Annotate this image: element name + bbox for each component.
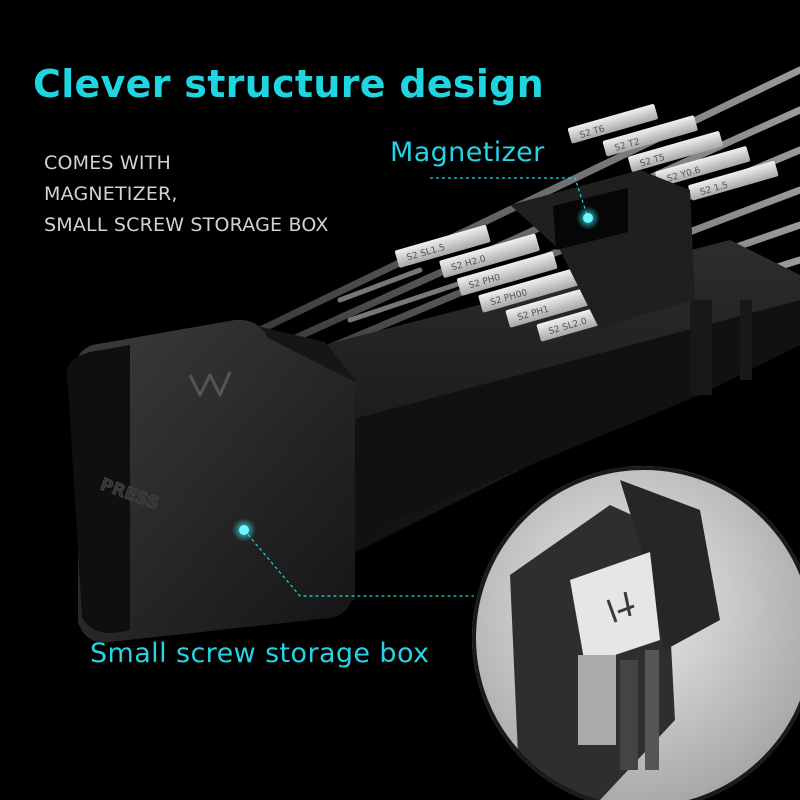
bit bbox=[602, 115, 698, 157]
feature-description: COMES WITH MAGNETIZER, SMALL SCREW STORA… bbox=[44, 148, 404, 241]
magnetizer-callout-label: Magnetizer bbox=[390, 137, 545, 168]
inset-screw bbox=[606, 599, 618, 623]
bit bbox=[457, 251, 558, 296]
bit bbox=[567, 104, 658, 144]
shaft bbox=[347, 277, 473, 323]
bit bbox=[655, 146, 751, 187]
description-line: SMALL SCREW STORAGE BOX bbox=[44, 214, 329, 236]
inset-border bbox=[472, 466, 800, 800]
inset-bit-holder bbox=[578, 655, 616, 745]
inset-screw bbox=[623, 591, 632, 617]
bit bbox=[628, 131, 723, 172]
side-rail bbox=[740, 300, 752, 380]
storage-box-callout-label: Small screw storage box bbox=[90, 638, 430, 669]
inset-shaft bbox=[645, 650, 659, 770]
brand-logo-icon bbox=[188, 371, 232, 397]
bit bbox=[505, 284, 602, 328]
bit bbox=[688, 161, 779, 201]
bit bbox=[394, 225, 491, 268]
bit bbox=[478, 268, 579, 313]
storage-leader bbox=[243, 529, 474, 597]
magnetizer-leader bbox=[430, 177, 589, 219]
inset-lid bbox=[620, 480, 720, 650]
side-rail bbox=[690, 300, 712, 395]
shaft bbox=[337, 267, 423, 303]
description-line: COMES WITH bbox=[44, 152, 172, 174]
end-cap: PRESS bbox=[66, 319, 355, 643]
cap-face bbox=[75, 319, 355, 643]
magnetizer-dot-icon bbox=[576, 206, 600, 230]
storage-box-inset bbox=[472, 466, 800, 800]
inset-screw bbox=[617, 604, 635, 614]
callout-leaders bbox=[243, 177, 589, 597]
cap-face-rim bbox=[66, 345, 130, 634]
inset-shaft bbox=[620, 660, 638, 770]
storage-dot-icon bbox=[232, 518, 256, 542]
bit bbox=[439, 233, 540, 278]
inset-compartment bbox=[570, 552, 660, 665]
page-title: Clever structure design bbox=[33, 62, 545, 106]
description-line: MAGNETIZER, bbox=[44, 183, 178, 205]
